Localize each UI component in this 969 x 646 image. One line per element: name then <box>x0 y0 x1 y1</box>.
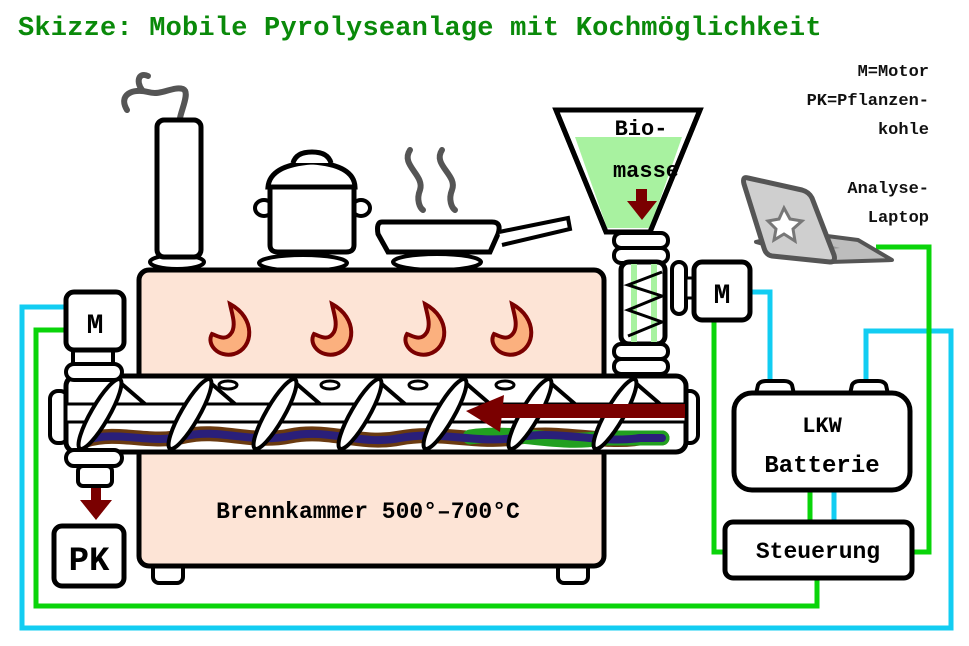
chimney-pipe <box>154 117 204 260</box>
left-motor-label: M <box>87 311 104 342</box>
chimney-smoke <box>121 85 189 121</box>
flame-icon <box>403 300 447 357</box>
laptop-star <box>764 204 806 245</box>
chimney <box>121 72 206 271</box>
laptop-label-line2: Laptop <box>867 209 929 228</box>
pk-label: PK <box>69 543 110 581</box>
right-motor <box>691 259 753 323</box>
controller-label: Steuerung <box>756 539 880 565</box>
wire-green-left <box>33 327 820 609</box>
laptop-label: Analyse- Laptop <box>847 175 929 233</box>
right-motor-label: M <box>714 281 731 312</box>
wires <box>19 244 954 631</box>
frying-pan-icon <box>375 147 573 272</box>
vent-hole <box>319 379 341 391</box>
output-arrow <box>80 500 112 520</box>
wire-green-laptop <box>876 244 932 555</box>
battery-label-1: LKW <box>802 414 842 439</box>
feed-arrow <box>627 201 657 220</box>
pk-box <box>51 523 127 589</box>
screw-flight <box>421 377 492 451</box>
hopper-label-1: Bio- <box>615 117 668 142</box>
flame-icon <box>208 300 252 357</box>
flame-icon <box>310 300 354 357</box>
legend-pk-cont: kohle <box>877 121 929 140</box>
wire-blue-right-motor <box>750 289 773 384</box>
controller: Steuerung <box>722 519 915 581</box>
biomass-hopper: Bio- masse M <box>552 107 753 376</box>
screw-conveyor <box>48 373 700 455</box>
truck-battery: LKW Batterie <box>731 379 913 493</box>
legend-motor: M=Motor <box>857 63 929 82</box>
chamber-label: Brennkammer 500°–700°C <box>216 499 520 525</box>
vent-hole <box>217 379 239 391</box>
diagram-title: Skizze: Mobile Pyrolyseanlage mit Kochmö… <box>18 14 822 44</box>
vent-hole <box>494 379 516 391</box>
screw-flight <box>336 377 407 451</box>
legend-pk: PK=Pflanzen- <box>806 92 929 111</box>
cooking-pot-icon <box>253 149 372 273</box>
hopper-label-2: masse <box>613 159 679 184</box>
wire-blue-outer <box>19 304 954 631</box>
laptop-label-line1: Analyse- <box>847 180 929 199</box>
battery-label-2: Batterie <box>764 453 879 480</box>
flames <box>208 300 534 357</box>
legend: M=Motor PK=Pflanzen- kohle <box>807 58 929 145</box>
flow-arrow <box>466 395 685 432</box>
screw-flight <box>166 377 237 451</box>
screw-flight <box>251 377 322 451</box>
vent-hole <box>407 379 429 391</box>
left-motor-assembly: M PK <box>51 289 127 589</box>
left-motor <box>63 289 127 353</box>
wire-green-right-motor <box>711 320 727 555</box>
laptop-icon <box>741 175 894 265</box>
flame-icon <box>490 300 534 357</box>
